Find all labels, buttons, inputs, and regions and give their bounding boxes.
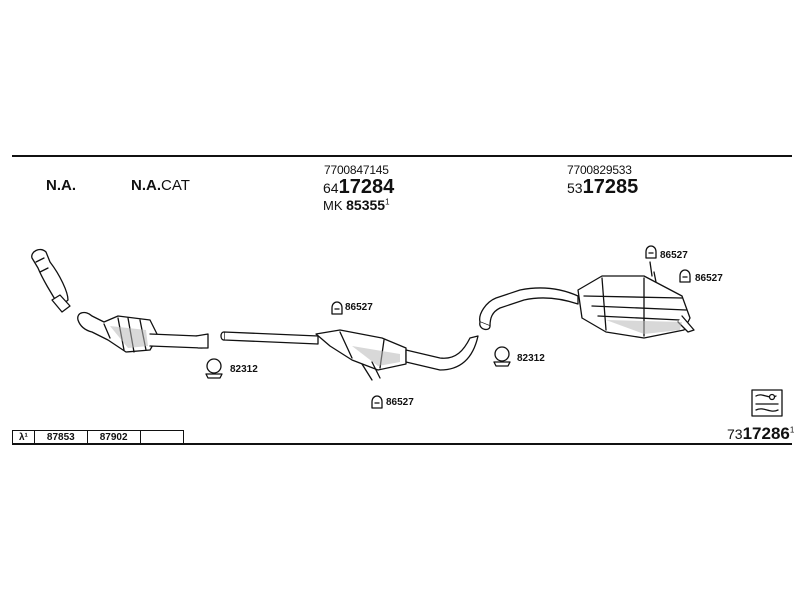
footer-cell-2: 87902 bbox=[88, 431, 141, 445]
footer-table: λ¹ 87853 87902 bbox=[12, 430, 184, 445]
na-cat-suffix: CAT bbox=[161, 177, 190, 194]
rear-part-main: 17285 bbox=[582, 176, 639, 198]
hanger-rear-2-icon bbox=[679, 269, 691, 283]
front-part-number: 6417284 bbox=[323, 176, 394, 199]
hanger-front-top-icon bbox=[331, 301, 343, 315]
hanger-front-bottom-label: 86527 bbox=[386, 397, 414, 408]
hanger-rear-1-icon bbox=[645, 245, 657, 259]
na-cat-label: N.A.CAT bbox=[131, 177, 190, 194]
mk-label: MK bbox=[323, 198, 343, 213]
kit-main: 17286 bbox=[742, 424, 790, 443]
rear-pipe bbox=[479, 287, 579, 331]
kit-number: 73172861 bbox=[727, 424, 794, 444]
downpipe bbox=[31, 248, 71, 313]
front-silencer-pipe bbox=[220, 331, 319, 345]
kit-sup: 1 bbox=[789, 425, 795, 435]
hanger-front-bottom-icon bbox=[371, 395, 383, 409]
footer-cell-1: 87853 bbox=[35, 431, 88, 445]
clamp-left-label: 82312 bbox=[230, 364, 258, 375]
front-part-main: 17284 bbox=[338, 176, 395, 198]
front-mk-number: MK 853551 bbox=[323, 197, 390, 213]
rear-part-prefix: 53 bbox=[567, 180, 583, 196]
na-cat-bold: N.A. bbox=[131, 177, 161, 194]
front-oem-number: 7700847145 bbox=[324, 163, 389, 177]
mk-sup: 1 bbox=[385, 197, 390, 207]
na-label: N.A. bbox=[46, 177, 76, 194]
bottom-rule bbox=[12, 443, 792, 445]
hanger-front-top-label: 86527 bbox=[345, 302, 373, 313]
kit-box-icon bbox=[751, 389, 783, 417]
hanger-rear-1-label: 86527 bbox=[660, 250, 688, 261]
clamp-right-label: 82312 bbox=[517, 353, 545, 364]
hanger-rear-2-label: 86527 bbox=[695, 273, 723, 284]
rear-part-number: 5317285 bbox=[567, 176, 638, 199]
mk-number: 85355 bbox=[346, 197, 386, 213]
clamp-right-icon bbox=[493, 346, 511, 367]
top-rule bbox=[12, 155, 792, 157]
clamp-left-icon bbox=[205, 358, 223, 379]
footer-cell-lambda: λ¹ bbox=[13, 431, 35, 445]
kit-prefix: 73 bbox=[727, 426, 743, 442]
front-part-prefix: 64 bbox=[323, 180, 339, 196]
rear-oem-number: 7700829533 bbox=[567, 163, 632, 177]
